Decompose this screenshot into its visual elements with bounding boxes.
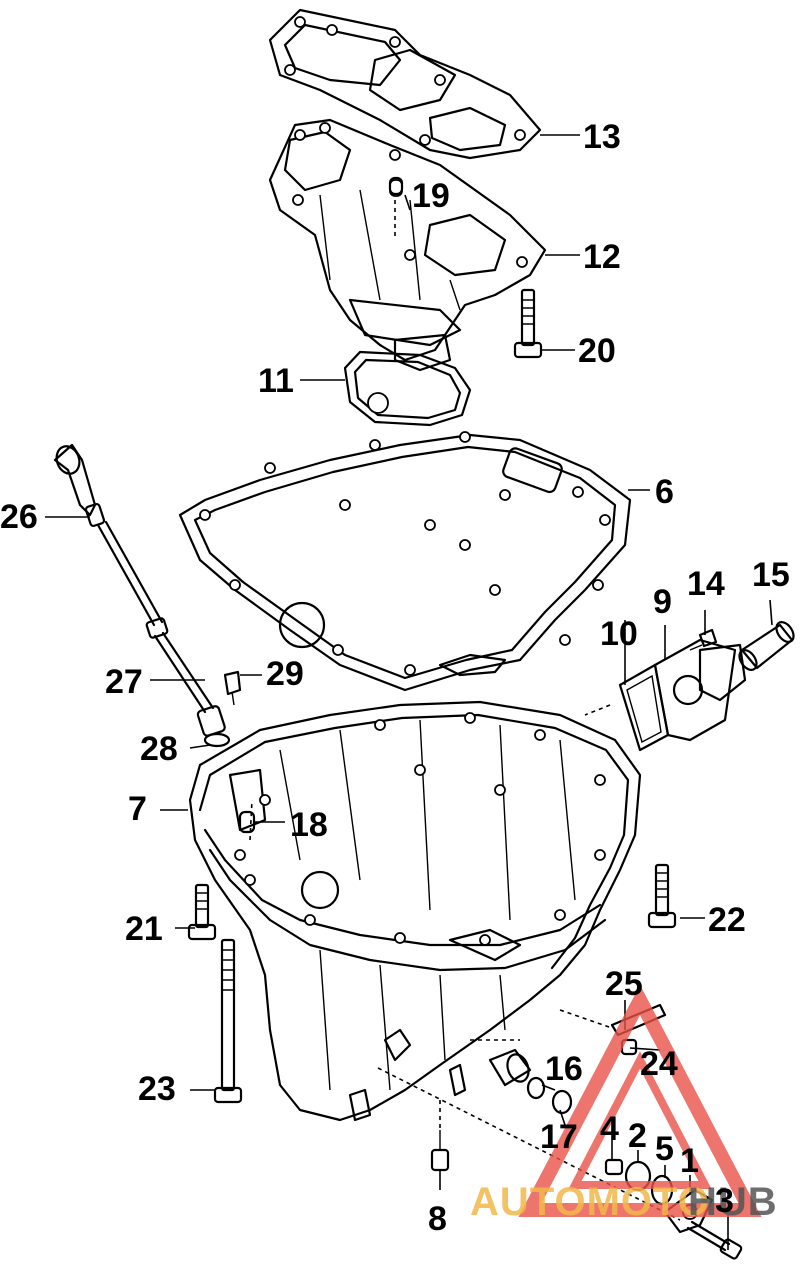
- callout-4: 4: [600, 1110, 619, 1148]
- callout-17: 17: [540, 1118, 578, 1156]
- leader-lines: [45, 134, 773, 1250]
- bolt-4: [604, 1158, 624, 1176]
- watermark-text-automoto: AUTOMOTO: [470, 1180, 710, 1224]
- gasket-17: [526, 1076, 573, 1115]
- callout-13: 13: [583, 118, 621, 156]
- oil-pan-gasket-6: [178, 431, 632, 692]
- callout-20: 20: [578, 332, 616, 370]
- bolt-20: [513, 288, 543, 359]
- callout-2: 2: [628, 1117, 647, 1155]
- callout-14: 14: [687, 565, 725, 603]
- callout-11: 11: [258, 362, 294, 400]
- callout-8: 8: [428, 1200, 447, 1238]
- callout-15: 15: [752, 556, 790, 594]
- callout-10: 10: [600, 615, 638, 653]
- callout-27: 27: [105, 663, 143, 701]
- dipstick-guide-27: [96, 520, 226, 737]
- callout-16: 16: [545, 1050, 583, 1088]
- oil-pan-7: [188, 700, 642, 1122]
- bolt-8: [430, 1130, 450, 1172]
- watermark-triangle: [518, 984, 762, 1217]
- callout-25: 25: [605, 965, 643, 1003]
- callout-5: 5: [655, 1130, 674, 1168]
- o-ring-28: [203, 732, 231, 748]
- strainer-gasket-11: [343, 350, 472, 427]
- bolt-23: [213, 938, 243, 1104]
- callout-29: 29: [266, 655, 304, 693]
- callout-6: 6: [655, 473, 674, 511]
- callout-9: 9: [653, 583, 672, 621]
- watermark-text-hub: HUB: [688, 1180, 778, 1224]
- union-bolt-15: [738, 621, 795, 671]
- bolt-21: [187, 883, 217, 941]
- gasket-13: [268, 8, 542, 160]
- dowel-pin-19: [388, 176, 404, 196]
- callout-23: 23: [138, 1070, 176, 1108]
- oil-strainer-body-12: [268, 118, 547, 372]
- dowel-pin-18: [238, 810, 256, 834]
- callout-labels: 13 19 12 20 11 6 26 14 15 9 10 27 29 28 …: [0, 118, 790, 1238]
- callout-21: 21: [125, 910, 163, 948]
- union-16: [488, 1048, 532, 1087]
- alignment-lines: [249, 200, 681, 1221]
- watermark-triangle-inner: [568, 1051, 712, 1189]
- callout-28: 28: [140, 730, 178, 768]
- callout-12: 12: [583, 238, 621, 276]
- callout-26: 26: [0, 498, 38, 536]
- callout-7: 7: [128, 790, 147, 828]
- gasket-10: [618, 663, 670, 752]
- callout-22: 22: [708, 901, 746, 939]
- callout-24: 24: [640, 1045, 678, 1083]
- callout-1: 1: [680, 1142, 699, 1180]
- watermark: AUTOMOTO HUB: [470, 984, 778, 1224]
- filter-bracket-9: [653, 638, 747, 742]
- callout-19: 19: [412, 177, 450, 215]
- bolt-29: [223, 670, 242, 706]
- callout-18: 18: [290, 806, 328, 844]
- bolt-3: [686, 1220, 743, 1260]
- bolt-14: [689, 628, 718, 651]
- callout-3: 3: [715, 1182, 734, 1220]
- dipstick-26: [53, 443, 106, 527]
- bolt-22: [647, 863, 677, 929]
